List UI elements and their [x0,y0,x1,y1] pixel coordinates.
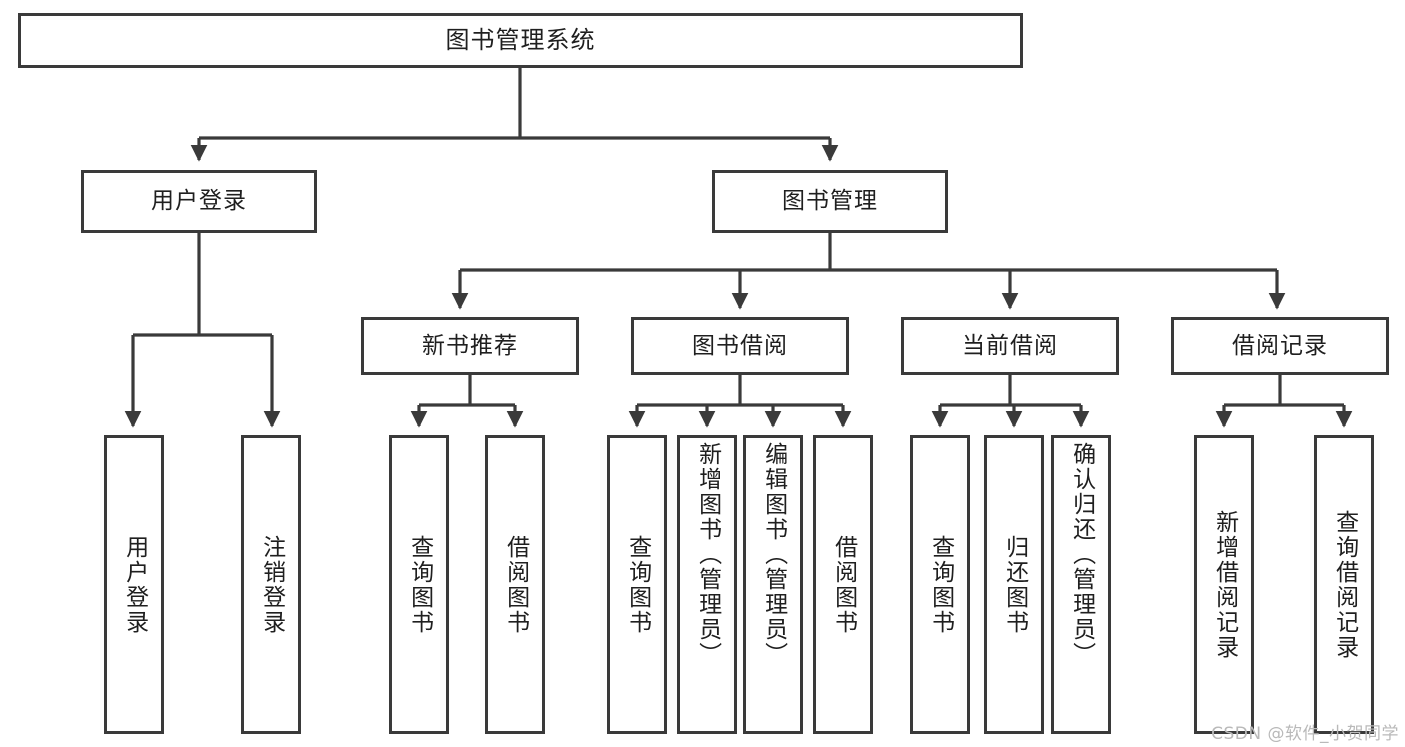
node-book-manage[interactable]: 图书管理 [712,170,948,233]
node-user-login[interactable]: 用户登录 [81,170,317,233]
leaf-query-record-label: 查询借阅记录 [1331,509,1358,660]
node-new-book-rec-label: 新书推荐 [422,332,518,359]
leaf-confirm-return[interactable]: 确认归还（管理员） [1051,435,1111,734]
leaf-borrow-book-1[interactable]: 借阅图书 [485,435,545,734]
leaf-return-book[interactable]: 归还图书 [984,435,1044,734]
leaf-return-book-label: 归还图书 [1001,534,1028,635]
leaf-borrow-book-1-label: 借阅图书 [502,534,529,635]
leaf-borrow-book-2[interactable]: 借阅图书 [813,435,873,734]
node-book-borrow[interactable]: 图书借阅 [631,317,849,375]
leaf-query-book-1-label: 查询图书 [406,534,433,635]
node-new-book-rec[interactable]: 新书推荐 [361,317,579,375]
leaf-user-login[interactable]: 用户登录 [104,435,164,734]
node-current-borrow[interactable]: 当前借阅 [901,317,1119,375]
leaf-confirm-return-label: 确认归还（管理员） [1068,442,1095,667]
node-book-manage-label: 图书管理 [782,188,878,215]
node-current-borrow-label: 当前借阅 [962,332,1058,359]
leaf-query-book-3[interactable]: 查询图书 [910,435,970,734]
leaf-query-book-3-label: 查询图书 [927,534,954,635]
watermark: CSDN @软件_小贺同学 [1211,724,1399,744]
leaf-user-logout[interactable]: 注销登录 [241,435,301,734]
leaf-user-logout-label: 注销登录 [258,534,285,635]
leaf-user-login-label: 用户登录 [121,534,148,635]
node-borrow-record-label: 借阅记录 [1232,332,1328,359]
leaf-borrow-book-2-label: 借阅图书 [830,534,857,635]
node-root[interactable]: 图书管理系统 [18,13,1023,68]
leaf-query-book-2-label: 查询图书 [624,534,651,635]
leaf-query-book-1[interactable]: 查询图书 [389,435,449,734]
node-root-label: 图书管理系统 [445,25,596,54]
node-borrow-record[interactable]: 借阅记录 [1171,317,1389,375]
leaf-edit-book[interactable]: 编辑图书（管理员） [743,435,803,734]
leaf-query-record[interactable]: 查询借阅记录 [1314,435,1374,734]
leaf-add-book-label: 新增图书（管理员） [694,442,721,667]
leaf-add-book[interactable]: 新增图书（管理员） [677,435,737,734]
leaf-add-record[interactable]: 新增借阅记录 [1194,435,1254,734]
node-user-login-label: 用户登录 [151,188,247,215]
node-book-borrow-label: 图书借阅 [692,332,788,359]
leaf-edit-book-label: 编辑图书（管理员） [760,442,787,667]
leaf-add-record-label: 新增借阅记录 [1211,509,1238,660]
leaf-query-book-2[interactable]: 查询图书 [607,435,667,734]
